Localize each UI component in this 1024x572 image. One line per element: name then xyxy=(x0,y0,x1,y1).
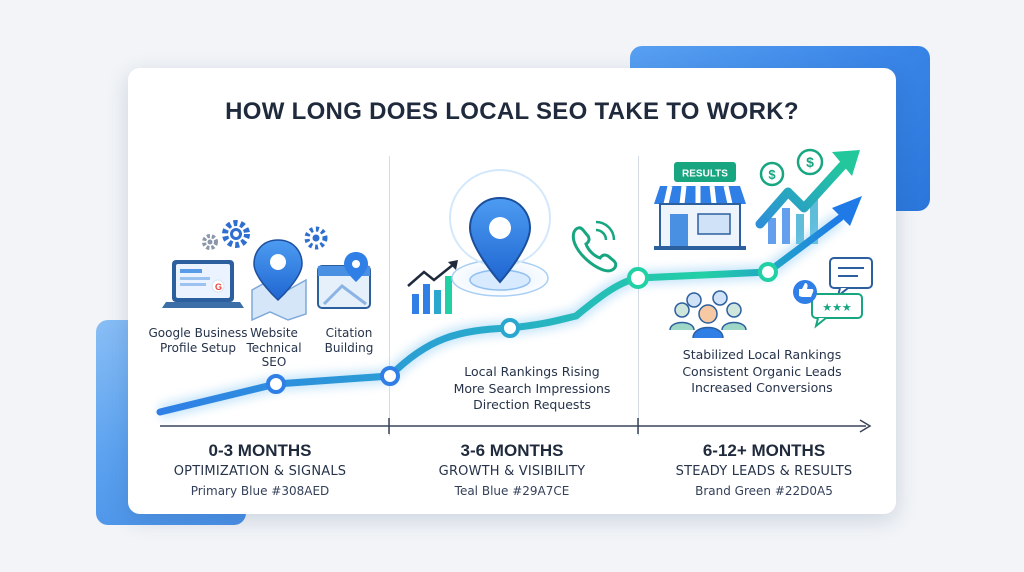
svg-text:$: $ xyxy=(768,167,776,182)
growth-trend-line xyxy=(156,196,862,419)
milestone-marker xyxy=(758,262,778,282)
phase-subtitle: GROWTH & VISIBILITY xyxy=(438,464,586,479)
phase-subtitle: STEADY LEADS & RESULTS xyxy=(675,464,853,479)
time-axis xyxy=(160,418,872,434)
stage1-label-google-profile: Google Business Profile Setup xyxy=(148,326,248,355)
phase-6-12-months: 6-12+ MONTHS STEADY LEADS & RESULTS Bran… xyxy=(636,440,892,500)
phase-color-caption: Primary Blue #308AED xyxy=(190,484,330,498)
milestone-marker xyxy=(380,366,400,386)
stage3-outcomes-list: Stabilized Local Rankings Consistent Org… xyxy=(652,347,872,397)
page-title: HOW LONG DOES LOCAL SEO TAKE TO WORK? xyxy=(225,98,799,125)
list-item: Stabilized Local Rankings xyxy=(682,347,842,362)
list-item: Local Rankings Rising xyxy=(464,364,600,379)
phone-ringing-icon xyxy=(571,220,618,273)
gear-icon xyxy=(304,226,328,250)
trend-arrowhead xyxy=(832,196,862,226)
bar-chart-up-icon xyxy=(407,260,458,314)
milestone-marker xyxy=(500,318,520,338)
stage2-outcomes-list: Local Rankings Rising More Search Impres… xyxy=(428,364,636,414)
svg-text:★★★: ★★★ xyxy=(822,301,852,314)
location-pin-map-icon xyxy=(251,239,307,322)
like-icon xyxy=(793,280,817,304)
svg-text:$: $ xyxy=(806,154,814,170)
timeline-artwork: G xyxy=(156,148,873,434)
customers-group-icon xyxy=(669,290,747,339)
laptop-google-icon: G xyxy=(162,260,244,308)
list-item: Increased Conversions xyxy=(691,380,833,395)
column-divider-1 xyxy=(389,156,390,436)
dollar-coin-icon: $ xyxy=(759,161,785,187)
list-item: Direction Requests xyxy=(473,397,591,412)
milestone-marker xyxy=(266,374,286,394)
stage1-label-citation-building: Citation Building xyxy=(324,326,374,355)
phase-subtitle: OPTIMIZATION & SIGNALS xyxy=(173,464,347,479)
storefront-icon: RESULTS xyxy=(654,162,746,250)
svg-text:G: G xyxy=(215,282,222,292)
list-item: Consistent Organic Leads xyxy=(682,363,842,379)
star-rating-bubble-icon: ★★★ xyxy=(811,293,863,329)
phase-3-6-months: 3-6 MONTHS GROWTH & VISIBILITY Teal Blue… xyxy=(384,440,640,500)
location-pin-radar-icon xyxy=(449,169,551,297)
store-map-icon xyxy=(317,252,371,309)
stage1-label-technical-seo: Website Technical SEO xyxy=(246,326,302,369)
phase-color-caption: Brand Green #22D0A5 xyxy=(695,484,833,498)
infographic-card: HOW LONG DOES LOCAL SEO TAKE TO WORK? xyxy=(128,68,896,514)
milestone-marker xyxy=(627,267,649,289)
rising-arrow-chart-icon xyxy=(755,150,860,244)
phase-title: 6-12+ MONTHS xyxy=(702,441,826,460)
dollar-coin-icon: $ xyxy=(796,148,824,176)
column-divider-2 xyxy=(638,156,639,436)
phase-0-3-months: 0-3 MONTHS OPTIMIZATION & SIGNALS Primar… xyxy=(132,440,388,500)
gear-icon xyxy=(202,234,218,250)
gear-icon xyxy=(222,220,250,248)
phase-title: 3-6 MONTHS xyxy=(460,441,564,460)
phase-color-caption: Teal Blue #29A7CE xyxy=(454,484,570,498)
results-sign: RESULTS xyxy=(682,169,728,180)
list-item: More Search Impressions xyxy=(453,380,611,396)
chat-bubble-icon xyxy=(829,257,873,299)
phase-title: 0-3 MONTHS xyxy=(208,441,312,460)
